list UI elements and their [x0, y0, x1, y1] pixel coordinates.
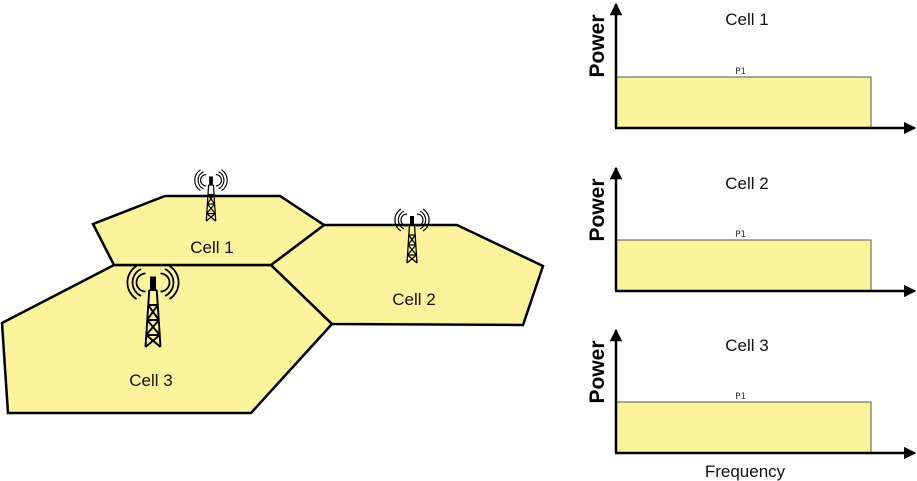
power-bar — [615, 239, 872, 292]
bar-label: P1 — [735, 392, 746, 402]
power-chart-1: P1 Cell 1 Power — [586, 2, 917, 135]
y-axis-label: Power — [586, 178, 609, 241]
cell-2-label: Cell 2 — [392, 290, 435, 309]
cell-1 — [91, 194, 327, 267]
cell-1-label: Cell 1 — [190, 238, 233, 257]
power-bar — [615, 401, 872, 454]
power-bar — [615, 76, 872, 129]
chart-title: Cell 1 — [725, 10, 768, 29]
cell-3-label: Cell 3 — [129, 371, 172, 390]
bar-label: P1 — [735, 230, 746, 240]
chart-title: Cell 2 — [725, 174, 768, 193]
y-axis-label: Power — [586, 14, 609, 77]
cell-1-area — [91, 194, 327, 267]
power-chart-2: P1 Cell 2 Power — [586, 166, 917, 298]
cell-3 — [0, 263, 334, 415]
y-axis-label: Power — [586, 340, 609, 403]
x-axis-label: Frequency — [705, 462, 786, 481]
cell-3-area — [0, 263, 334, 415]
chart-title: Cell 3 — [725, 336, 768, 355]
bar-label: P1 — [735, 67, 746, 77]
